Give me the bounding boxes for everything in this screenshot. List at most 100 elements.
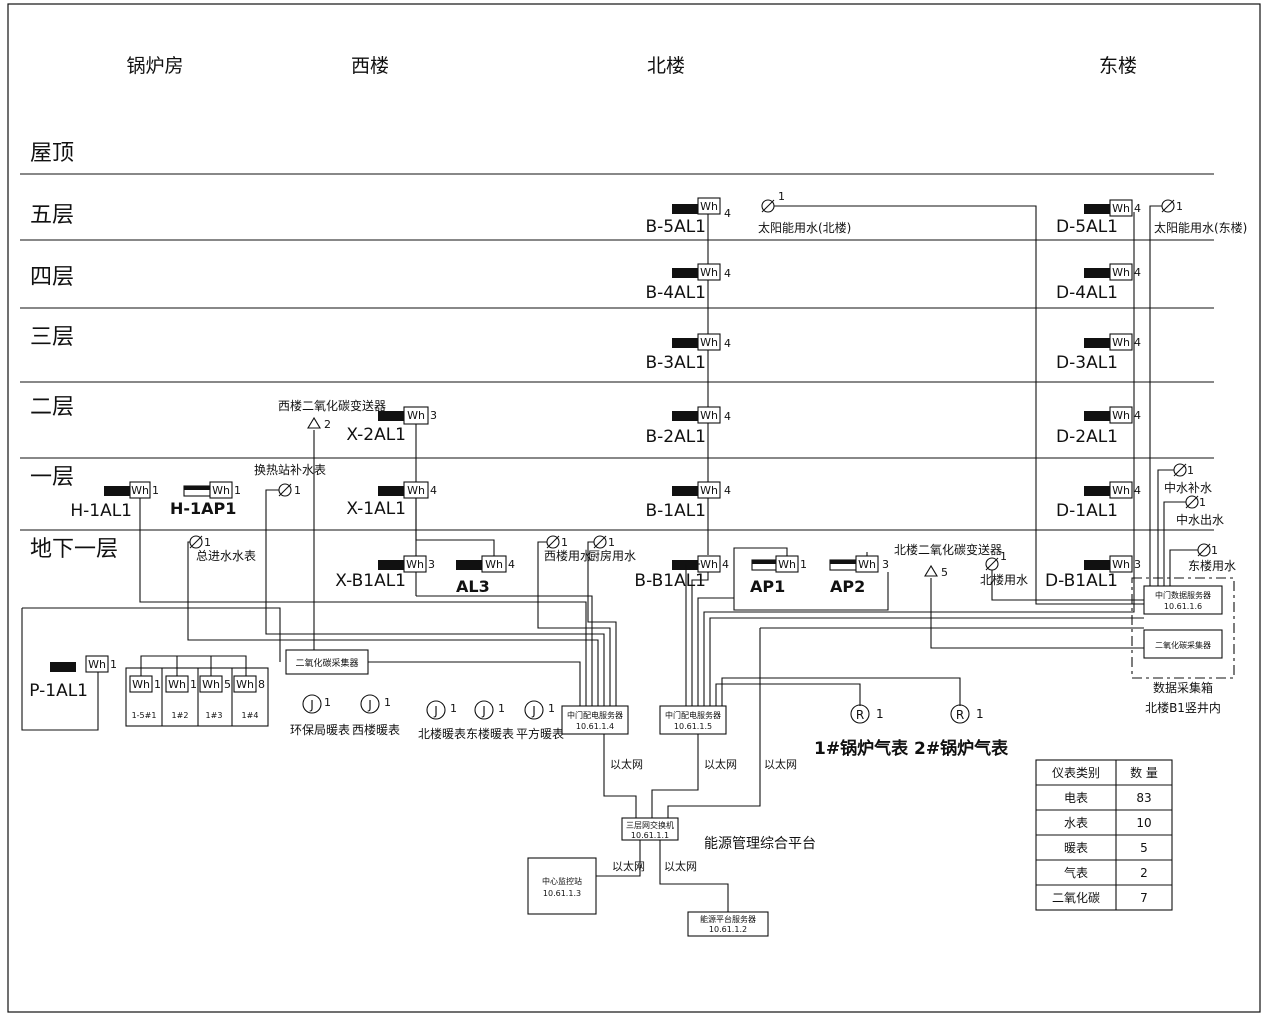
data-server-2-box — [659, 705, 727, 735]
co2-symbol — [307, 416, 321, 429]
p1-sub-meter-3: Wh 5 1#3 — [199, 675, 231, 720]
water-meter-solar-north: 1 太阳能用水(北楼) — [758, 190, 851, 235]
floor-label-2: 二层 — [30, 395, 74, 420]
table-cell: 暖表 — [1064, 841, 1088, 855]
gas-meter-boiler-2: R 1 — [950, 704, 984, 724]
p1-top-line — [22, 607, 281, 662]
meter-bar — [1084, 268, 1110, 278]
column-boiler-room: 锅炉房 — [126, 55, 183, 77]
meter-bar — [378, 560, 404, 570]
wh-box — [1109, 333, 1133, 351]
meter-count: 3 — [430, 409, 437, 422]
heat-meter-pingfang: J 1 平方暖表 — [516, 700, 564, 741]
meter-count: 1 — [976, 707, 984, 721]
boiler-power-line — [139, 498, 587, 706]
meter-name: AP2 — [830, 577, 865, 596]
meter-count: 4 — [722, 558, 729, 571]
east-server-label: 中门数据服务器 — [1155, 590, 1211, 600]
wh-text: Wh — [858, 558, 876, 571]
west-meter-xb1: Wh 3 X-B1AL1 — [335, 555, 435, 591]
east-meter-d1: Wh 4 D-1AL1 — [1056, 481, 1141, 521]
co2-collector-line — [368, 661, 581, 706]
gas-meter-glyph: R — [956, 708, 964, 722]
heat-meter-label: 西楼暖表 — [352, 722, 400, 737]
gas-meter-bus-line — [721, 677, 961, 706]
co2-transmitter-north: 5 北楼二氧化碳变送器 — [894, 542, 1002, 579]
wh-text: Wh — [132, 678, 150, 691]
gas-meter-symbol — [950, 704, 970, 724]
wh-box — [1109, 555, 1133, 573]
heat-meter-north: J 1 北楼暖表 — [418, 700, 466, 741]
meter-count: 4 — [1134, 202, 1141, 215]
wh-text: Wh — [407, 484, 425, 497]
wh-box — [697, 197, 721, 215]
boiler-meter-h1ap1: Wh 1 H-1AP1 — [170, 481, 241, 518]
ethernet-label-4: 以太网 — [612, 860, 645, 873]
wh-text: Wh — [168, 678, 186, 691]
meter-count: 2 — [324, 418, 331, 431]
west-power-line — [416, 595, 593, 706]
meter-count: 4 — [508, 558, 515, 571]
wh-text: Wh — [88, 658, 106, 671]
heat-meter-epb: J 1 环保局暖表 — [290, 694, 350, 737]
heat-meter-east: J 1 东楼暖表 — [466, 700, 514, 741]
east-data-bus-line — [709, 617, 1144, 706]
west-meter-x2: Wh 3 X-2AL1 — [346, 406, 437, 445]
wh-text: Wh — [1112, 336, 1130, 349]
water-meter-slash — [761, 199, 775, 213]
meter-name: B-1AL1 — [645, 501, 706, 521]
water-meter-east-building: 1 东楼用水 — [1188, 543, 1236, 573]
meter-name: D-4AL1 — [1056, 283, 1118, 303]
meter-bar — [50, 662, 76, 672]
boiler-meter-p1al1: Wh 1 P-1AL1 — [29, 655, 117, 701]
heat-meter-symbol — [360, 694, 380, 714]
water-meter-label: 东楼用水 — [1188, 558, 1236, 573]
north-bus-line — [691, 572, 709, 706]
meter-count: 1 — [110, 658, 117, 671]
water-meter-slash — [189, 535, 203, 549]
east-collector-box — [1143, 629, 1223, 659]
wh-text: Wh — [236, 678, 254, 691]
north-meter-b5: Wh 4 B-5AL1 — [645, 197, 731, 237]
meter-count: 1 — [190, 678, 197, 691]
wh-box — [697, 481, 721, 499]
west-meter-al3: Wh 4 AL3 — [456, 555, 515, 596]
boiler-meter-h1al1: Wh 1 H-1AL1 — [70, 481, 159, 521]
heat-meter-label: 东楼暖表 — [466, 726, 514, 741]
wh-box — [697, 406, 721, 424]
water-meter-slash — [1161, 199, 1175, 213]
meter-name: X-1AL1 — [346, 499, 406, 519]
east-cabinet-caption: 数据采集箱 — [1153, 680, 1213, 695]
wh-text: Wh — [700, 558, 718, 571]
west-meter-x1: Wh 4 X-1AL1 — [346, 481, 437, 519]
east-meter-d2: Wh 4 D-2AL1 — [1056, 406, 1141, 447]
heat-meter-glyph: J — [309, 698, 314, 712]
water-meter-label: 总进水水表 — [196, 549, 256, 563]
north-co2-line — [930, 578, 1144, 649]
water-meter-slash — [985, 557, 999, 571]
water-meter-reclaimed-out: 1 中水出水 — [1176, 495, 1224, 527]
wh-text: Wh — [700, 484, 718, 497]
co2-collector-box — [285, 649, 369, 675]
meter-name: D-3AL1 — [1056, 353, 1118, 373]
wh-text: Wh — [1112, 266, 1130, 279]
ethernet-link-3 — [667, 628, 761, 818]
wh-box — [1109, 263, 1133, 281]
ethernet-label-5: 以太网 — [664, 860, 697, 873]
platform-label: 能源管理综合平台 — [704, 836, 816, 852]
sub-meter-tag: 1#2 — [172, 711, 189, 720]
north-meter-b3: Wh 4 B-3AL1 — [645, 333, 731, 373]
wh-text: Wh — [131, 484, 149, 497]
meter-name: H-1AL1 — [70, 501, 132, 521]
heat-exchange-line — [265, 489, 605, 706]
meter-name: AL3 — [456, 577, 490, 596]
total-inlet-line — [187, 541, 599, 706]
table-cell: 10 — [1136, 816, 1151, 830]
table-cell: 气表 — [1064, 865, 1088, 880]
table-cell: 电表 — [1064, 791, 1088, 805]
meter-count: 3 — [1134, 558, 1141, 571]
ethernet-label-1: 以太网 — [610, 758, 643, 771]
north-bus-line — [685, 563, 700, 706]
meter-count: 1 — [324, 696, 331, 709]
